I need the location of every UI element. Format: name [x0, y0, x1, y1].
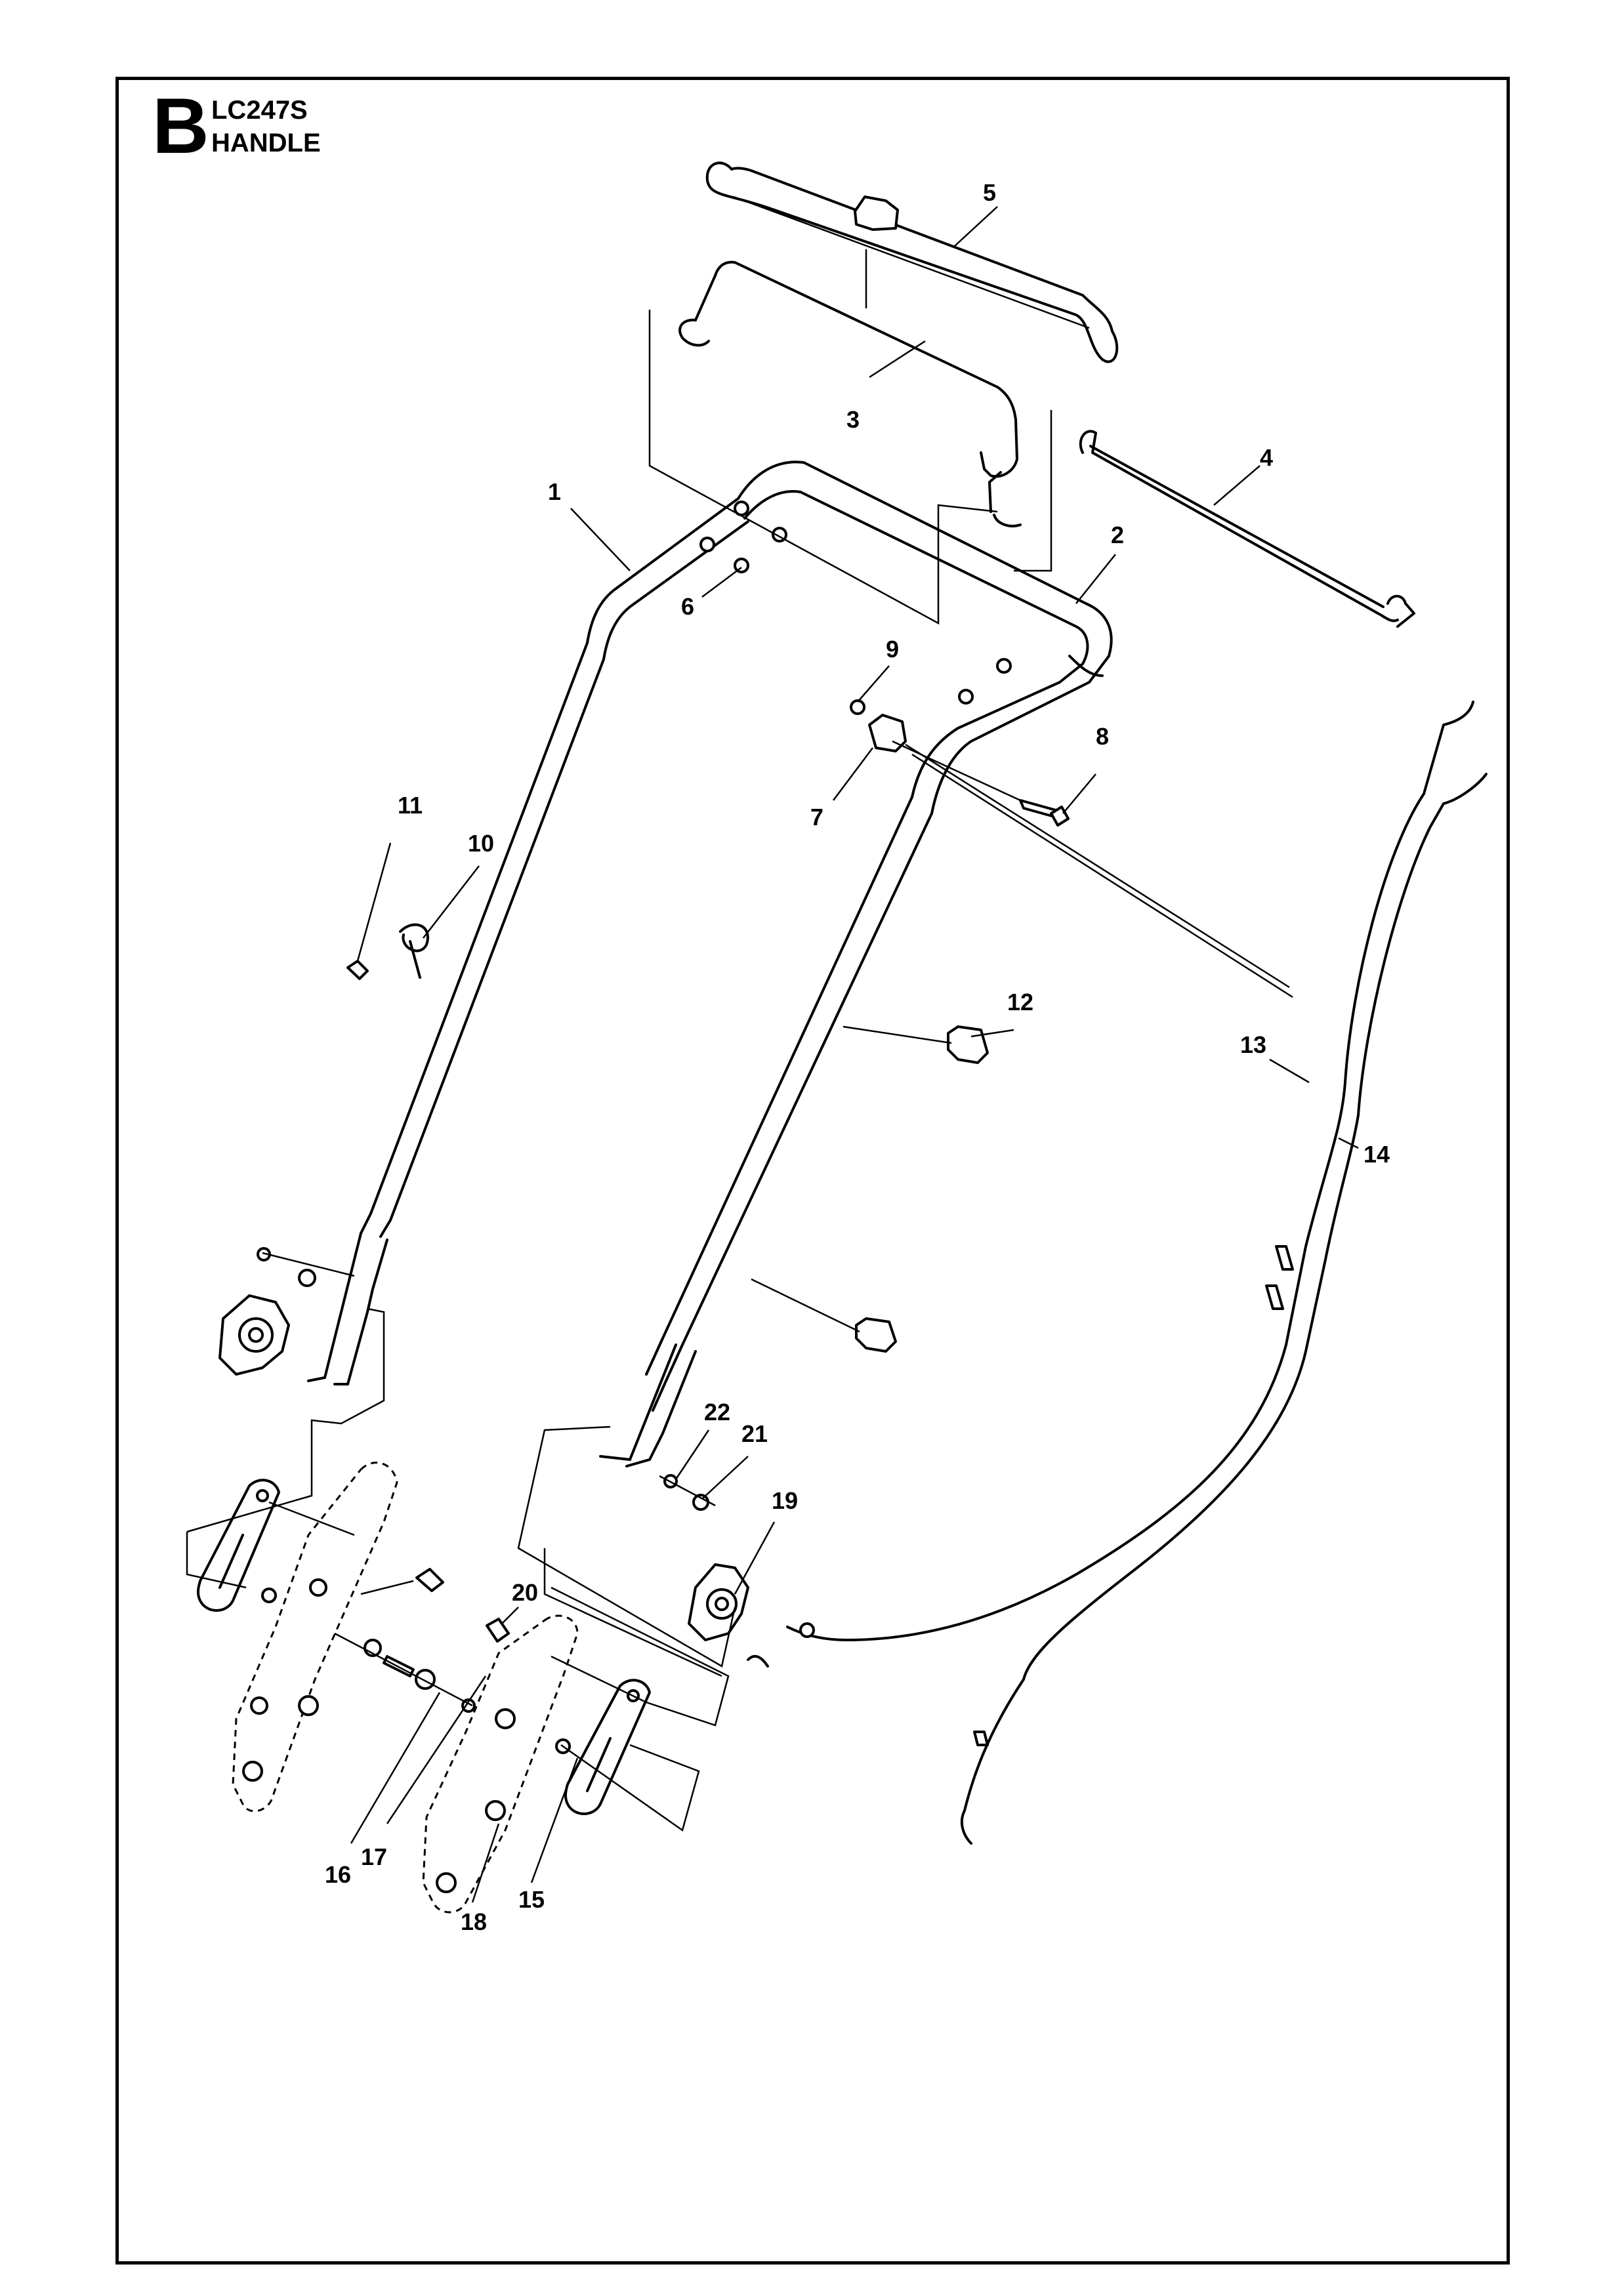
callout-4: 4 [1260, 444, 1273, 471]
section-letter: B [152, 82, 209, 170]
callout-2: 2 [1111, 522, 1124, 548]
small-clip-part [868, 714, 907, 752]
callout-19: 19 [772, 1487, 798, 1514]
left-bracket-part [232, 1462, 398, 1813]
left-slot-plate-part [197, 1479, 280, 1612]
callout-10: 10 [468, 830, 494, 857]
callout-11: 11 [398, 792, 423, 819]
upper-handle-part [307, 461, 1113, 1467]
assembly-guide-lines [186, 249, 1293, 1832]
callout-8: 8 [1096, 723, 1109, 750]
callout-9: 9 [886, 636, 899, 663]
callout-7: 7 [810, 804, 823, 830]
callout-14: 14 [1364, 1141, 1390, 1168]
left-knob-part [219, 1294, 290, 1376]
callout-20: 20 [512, 1579, 538, 1606]
callout-3: 3 [846, 406, 860, 433]
callout-5: 5 [983, 179, 996, 206]
right-slot-plate-part [564, 1679, 651, 1815]
cable-clip-parts [855, 1025, 989, 1353]
callout-21: 21 [741, 1420, 768, 1447]
cable-parts [747, 701, 1488, 1845]
switch-bail-part [678, 260, 1022, 527]
callout-labels: 5 3 4 1 2 6 9 8 7 11 10 12 13 14 22 21 1… [325, 179, 1390, 1935]
callout-6: 6 [681, 593, 694, 620]
right-knob-part [688, 1563, 749, 1641]
section-title: HANDLE [211, 129, 321, 157]
callout-16: 16 [325, 1861, 351, 1888]
callout-13: 13 [1240, 1031, 1266, 1058]
right-bracket-part [422, 1614, 579, 1914]
grip-bar-part [705, 161, 1119, 363]
callout-1: 1 [548, 478, 561, 505]
callout-18: 18 [461, 1908, 487, 1935]
callout-12: 12 [1007, 989, 1033, 1015]
callout-15: 15 [518, 1886, 545, 1913]
callout-22: 22 [704, 1399, 730, 1425]
fastener-parts [257, 501, 1070, 1754]
callout-17: 17 [361, 1843, 387, 1870]
leader-lines [350, 206, 1359, 1903]
diagram-frame [115, 77, 1510, 2265]
control-rod-part [1079, 430, 1415, 628]
model-number: LC247S [211, 96, 308, 125]
